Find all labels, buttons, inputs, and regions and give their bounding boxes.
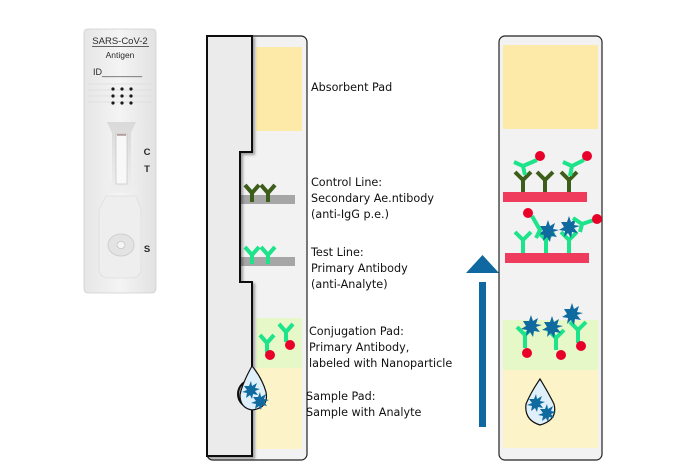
captured-conjugates-control [513,151,592,177]
nanoparticle-icon [576,341,586,351]
drop-analytes [527,394,556,422]
label-control-line3: (anti-IgG p.e.) [311,208,389,221]
nanoparticle-icon [592,214,602,224]
nanoparticle-icon [265,350,275,360]
nanoparticle-icon [582,151,592,161]
mobile-nanoparticles [522,341,586,360]
label-absorbent: Absorbent Pad [311,81,392,94]
label-sample-line2: Sample with Analyte [306,406,422,419]
result-strip [498,35,603,461]
analyte-icon [521,315,542,337]
analyte-icon [562,303,583,325]
conjugated-antibodies [258,322,295,360]
cassette-id-label: ID________ [93,67,143,77]
result-absorbent-pad [503,45,598,129]
cassette-dots [111,87,133,105]
absorbent-pad [256,47,302,131]
captured-conjugates-test [523,208,602,239]
sample-pad [256,368,302,449]
result-secondary-antibodies [513,170,579,192]
analyte-particles [242,381,269,410]
cassette-grip-lines [88,83,152,103]
analyte-icon [538,220,559,242]
label-conjugation-line2: Primary Antibody, [309,341,409,354]
nanoparticle-icon [556,350,566,360]
label-control-title: Control Line: [311,176,382,189]
mark-sample: S [144,244,150,255]
annotated-strip [206,35,308,461]
result-control-line [503,192,587,202]
nanoparticle-icon [285,340,295,350]
mark-control: C [144,147,151,158]
strip-labels: Absorbent Pad Control Line: Secondary Ae… [306,81,452,419]
label-test-title: Test Line: [310,246,364,259]
analyte-icon [242,381,260,399]
bound-analytes [521,303,583,338]
result-window [115,133,128,185]
label-test-line2: Primary Antibody [311,262,408,275]
nanoparticle-icon [535,151,545,161]
label-conjugation-title: Conjugation Pad: [309,325,404,338]
arrow-up-icon [466,255,499,427]
label-control-line2: Secondary Ae.ntibody [311,192,434,205]
cassette-subtitle: Antigen [106,50,135,60]
nanoparticle-icon [522,348,532,358]
label-conjugation-line3: labeled with Nanoparticle [309,357,452,370]
cassette-title: SARS-CoV-2 [92,36,147,47]
test-cassette: SARS-CoV-2 Antigen ID________ C T S [83,28,157,294]
label-sample-title: Sample Pad: [306,390,375,403]
sample-well-hole [116,241,126,249]
label-test-line3: (anti-Analyte) [311,278,388,291]
analyte-icon [527,394,545,412]
analyte-icon [538,404,556,422]
analyte-icon [251,392,269,410]
result-test-line [505,253,589,263]
nanoparticle-icon [523,208,533,218]
mark-test: T [144,164,150,175]
analyte-icon [542,316,563,338]
